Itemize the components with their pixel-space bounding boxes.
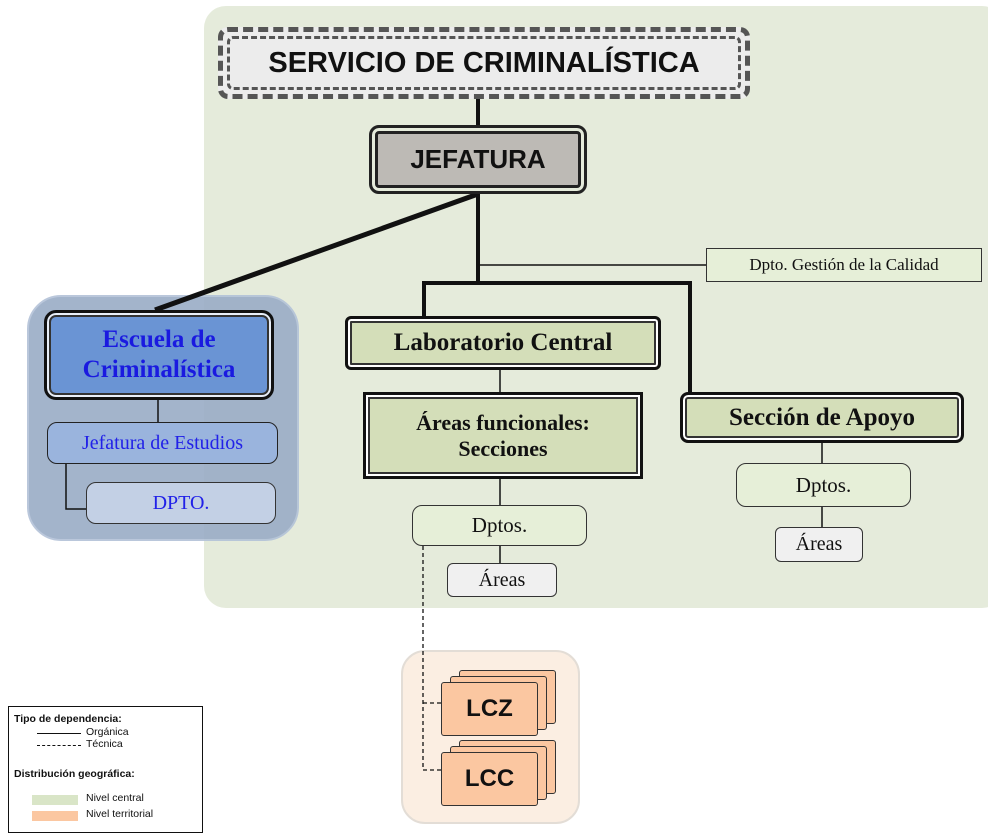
legend-dependency-title: Tipo de dependencia: [14,713,122,725]
legend-central: Nivel central [86,792,144,804]
lcc-node: LCC [441,752,538,806]
legend-tecnica: Técnica [86,738,123,750]
areas-funcionales-line1: Áreas funcionales: [416,409,590,435]
areas-lab-node: Áreas [447,563,557,597]
escuela-line1: Escuela de [102,326,216,353]
dptos-lab-node: Dptos. [412,505,587,546]
escuela-node: Escuela de Criminalística [44,310,274,400]
areas-funcionales-node: Áreas funcionales: Secciones [363,392,643,479]
lcc-stack: LCC [441,740,556,810]
calidad-node: Dpto. Gestión de la Calidad [706,248,982,282]
areas-apoyo-node: Áreas [775,527,863,562]
jefatura-estudios-node: Jefatura de Estudios [47,422,278,464]
central-level-region [204,6,988,608]
connector-trunk-lab-apoyo [422,281,692,392]
connector-jefatura-escuela [154,191,479,313]
legend-organica: Orgánica [86,726,129,738]
lcz-node: LCZ [441,682,538,736]
legend-territorial: Nivel territorial [86,808,154,820]
legend-dashed-line [37,745,81,746]
laboratorio-central-node: Laboratorio Central [345,316,661,370]
areas-funcionales-line2: Secciones [458,435,548,461]
connector-jefest-dpto [65,464,86,510]
dpto-escuela-node: DPTO. [86,482,276,524]
diagram-title: SERVICIO DE CRIMINALÍSTICA [218,27,750,99]
legend-territorial-swatch [32,811,78,821]
dptos-apoyo-node: Dptos. [736,463,911,507]
lcz-stack: LCZ [441,670,556,740]
legend: Tipo de dependencia: Orgánica Técnica Di… [8,706,203,833]
seccion-apoyo-node: Sección de Apoyo [680,392,964,443]
jefatura-node: JEFATURA [369,125,587,194]
legend-solid-line [37,733,81,734]
legend-central-swatch [32,795,78,805]
legend-geo-title: Distribución geográfica: [14,768,135,780]
escuela-line2: Criminalística [82,356,236,383]
connector-technical [422,546,441,771]
